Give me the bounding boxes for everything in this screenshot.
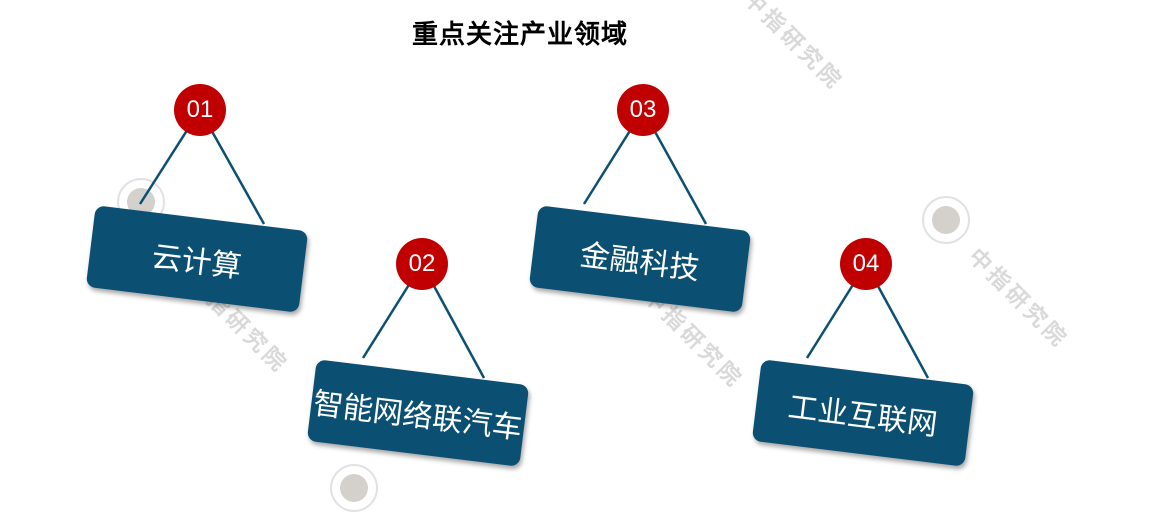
watermark-seal bbox=[330, 464, 378, 512]
sign-label: 金融科技 bbox=[577, 237, 702, 288]
number-badge-03: 03 bbox=[617, 84, 669, 136]
number-badge-02: 02 bbox=[396, 238, 448, 290]
number-badge-01: 01 bbox=[174, 84, 226, 136]
page-title: 重点关注产业领域 bbox=[411, 20, 628, 50]
sign-label: 云计算 bbox=[149, 239, 244, 286]
sign-label: 工业互联网 bbox=[785, 389, 940, 443]
number-badge-04: 04 bbox=[840, 238, 892, 290]
sign-label: 智能网络联汽车 bbox=[311, 386, 524, 447]
watermark-seal bbox=[922, 196, 970, 244]
